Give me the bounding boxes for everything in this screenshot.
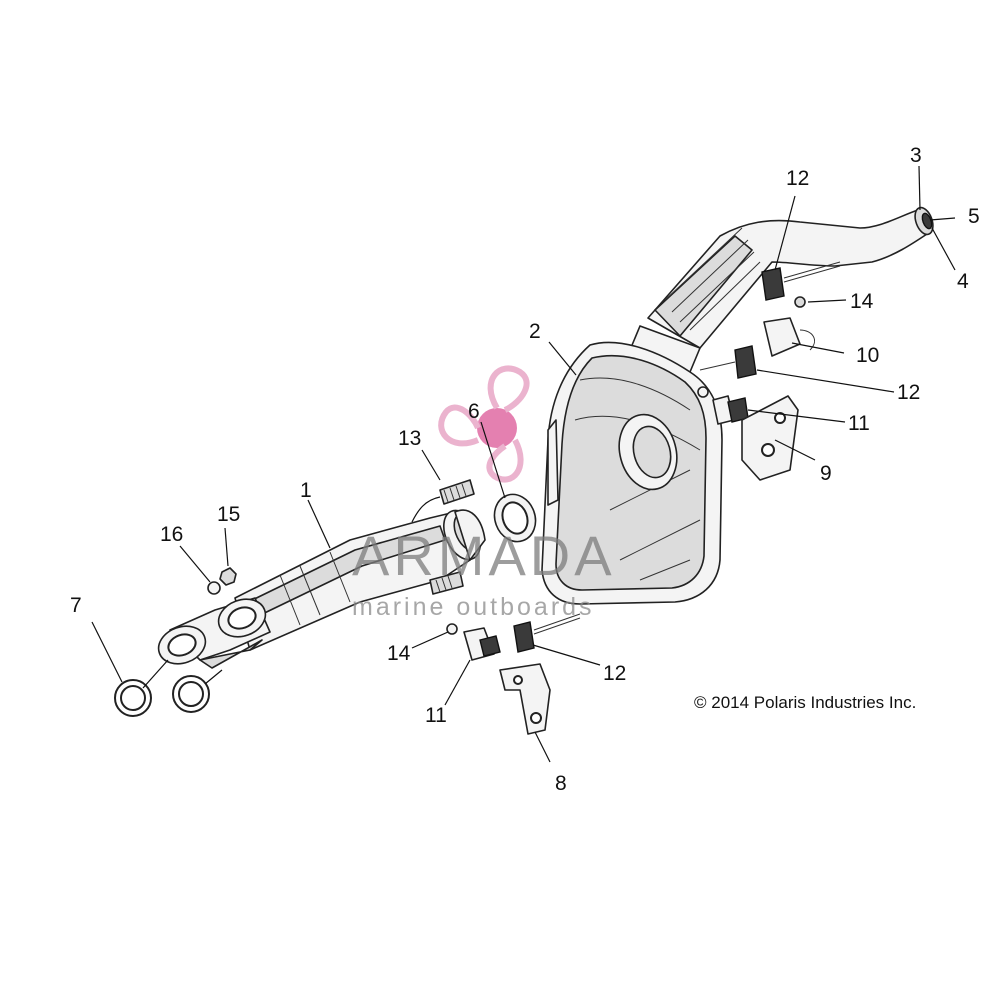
callout-5: 5 xyxy=(968,205,980,228)
exhaust-gaskets-part xyxy=(114,675,210,717)
callout-14-low: 14 xyxy=(387,642,411,665)
callout-6: 6 xyxy=(468,400,480,423)
callout-1: 1 xyxy=(300,479,312,502)
y-pipe-part xyxy=(157,597,271,669)
muffler-seal-part xyxy=(493,493,537,543)
muffler-part xyxy=(541,341,723,605)
mid-pipe-part xyxy=(234,509,486,651)
isolator-12-low-part xyxy=(513,613,581,653)
watermark-tagline: marine outboards xyxy=(352,593,595,621)
watermark-brand: ARMADA xyxy=(352,524,616,587)
bracket-10-part xyxy=(763,296,815,357)
callout-10: 10 xyxy=(856,344,879,367)
callout-8: 8 xyxy=(555,772,567,795)
callout-13: 13 xyxy=(398,427,421,450)
bracket-11-lower-part xyxy=(446,623,501,661)
callout-12-top: 12 xyxy=(786,167,809,190)
leader-lines xyxy=(91,165,956,763)
exhaust-springs-part xyxy=(411,479,475,595)
callout-16: 16 xyxy=(160,523,183,546)
watermark-propeller-icon xyxy=(438,365,530,483)
callout-3: 3 xyxy=(910,144,922,167)
bracket-8-part xyxy=(499,663,551,735)
isolator-12-top-part xyxy=(761,261,841,301)
bracket-11-upper-part xyxy=(697,386,749,425)
callout-2: 2 xyxy=(529,320,541,343)
callout-11-upper: 11 xyxy=(848,412,870,435)
callout-7: 7 xyxy=(70,594,82,617)
callout-11-lower: 11 xyxy=(425,704,447,727)
callout-15: 15 xyxy=(217,503,240,526)
callout-4: 4 xyxy=(957,270,969,293)
copyright-notice: © 2014 Polaris Industries Inc. xyxy=(694,693,916,712)
callout-9: 9 xyxy=(820,462,832,485)
callout-12-mid: 12 xyxy=(897,381,920,404)
isolator-12-mid-part xyxy=(699,345,757,379)
nut-and-washer-part xyxy=(207,567,237,595)
callout-12-low: 12 xyxy=(603,662,626,685)
head-pipe-part xyxy=(629,206,934,373)
bracket-9-part xyxy=(741,395,799,481)
callout-14-top: 14 xyxy=(850,290,874,313)
